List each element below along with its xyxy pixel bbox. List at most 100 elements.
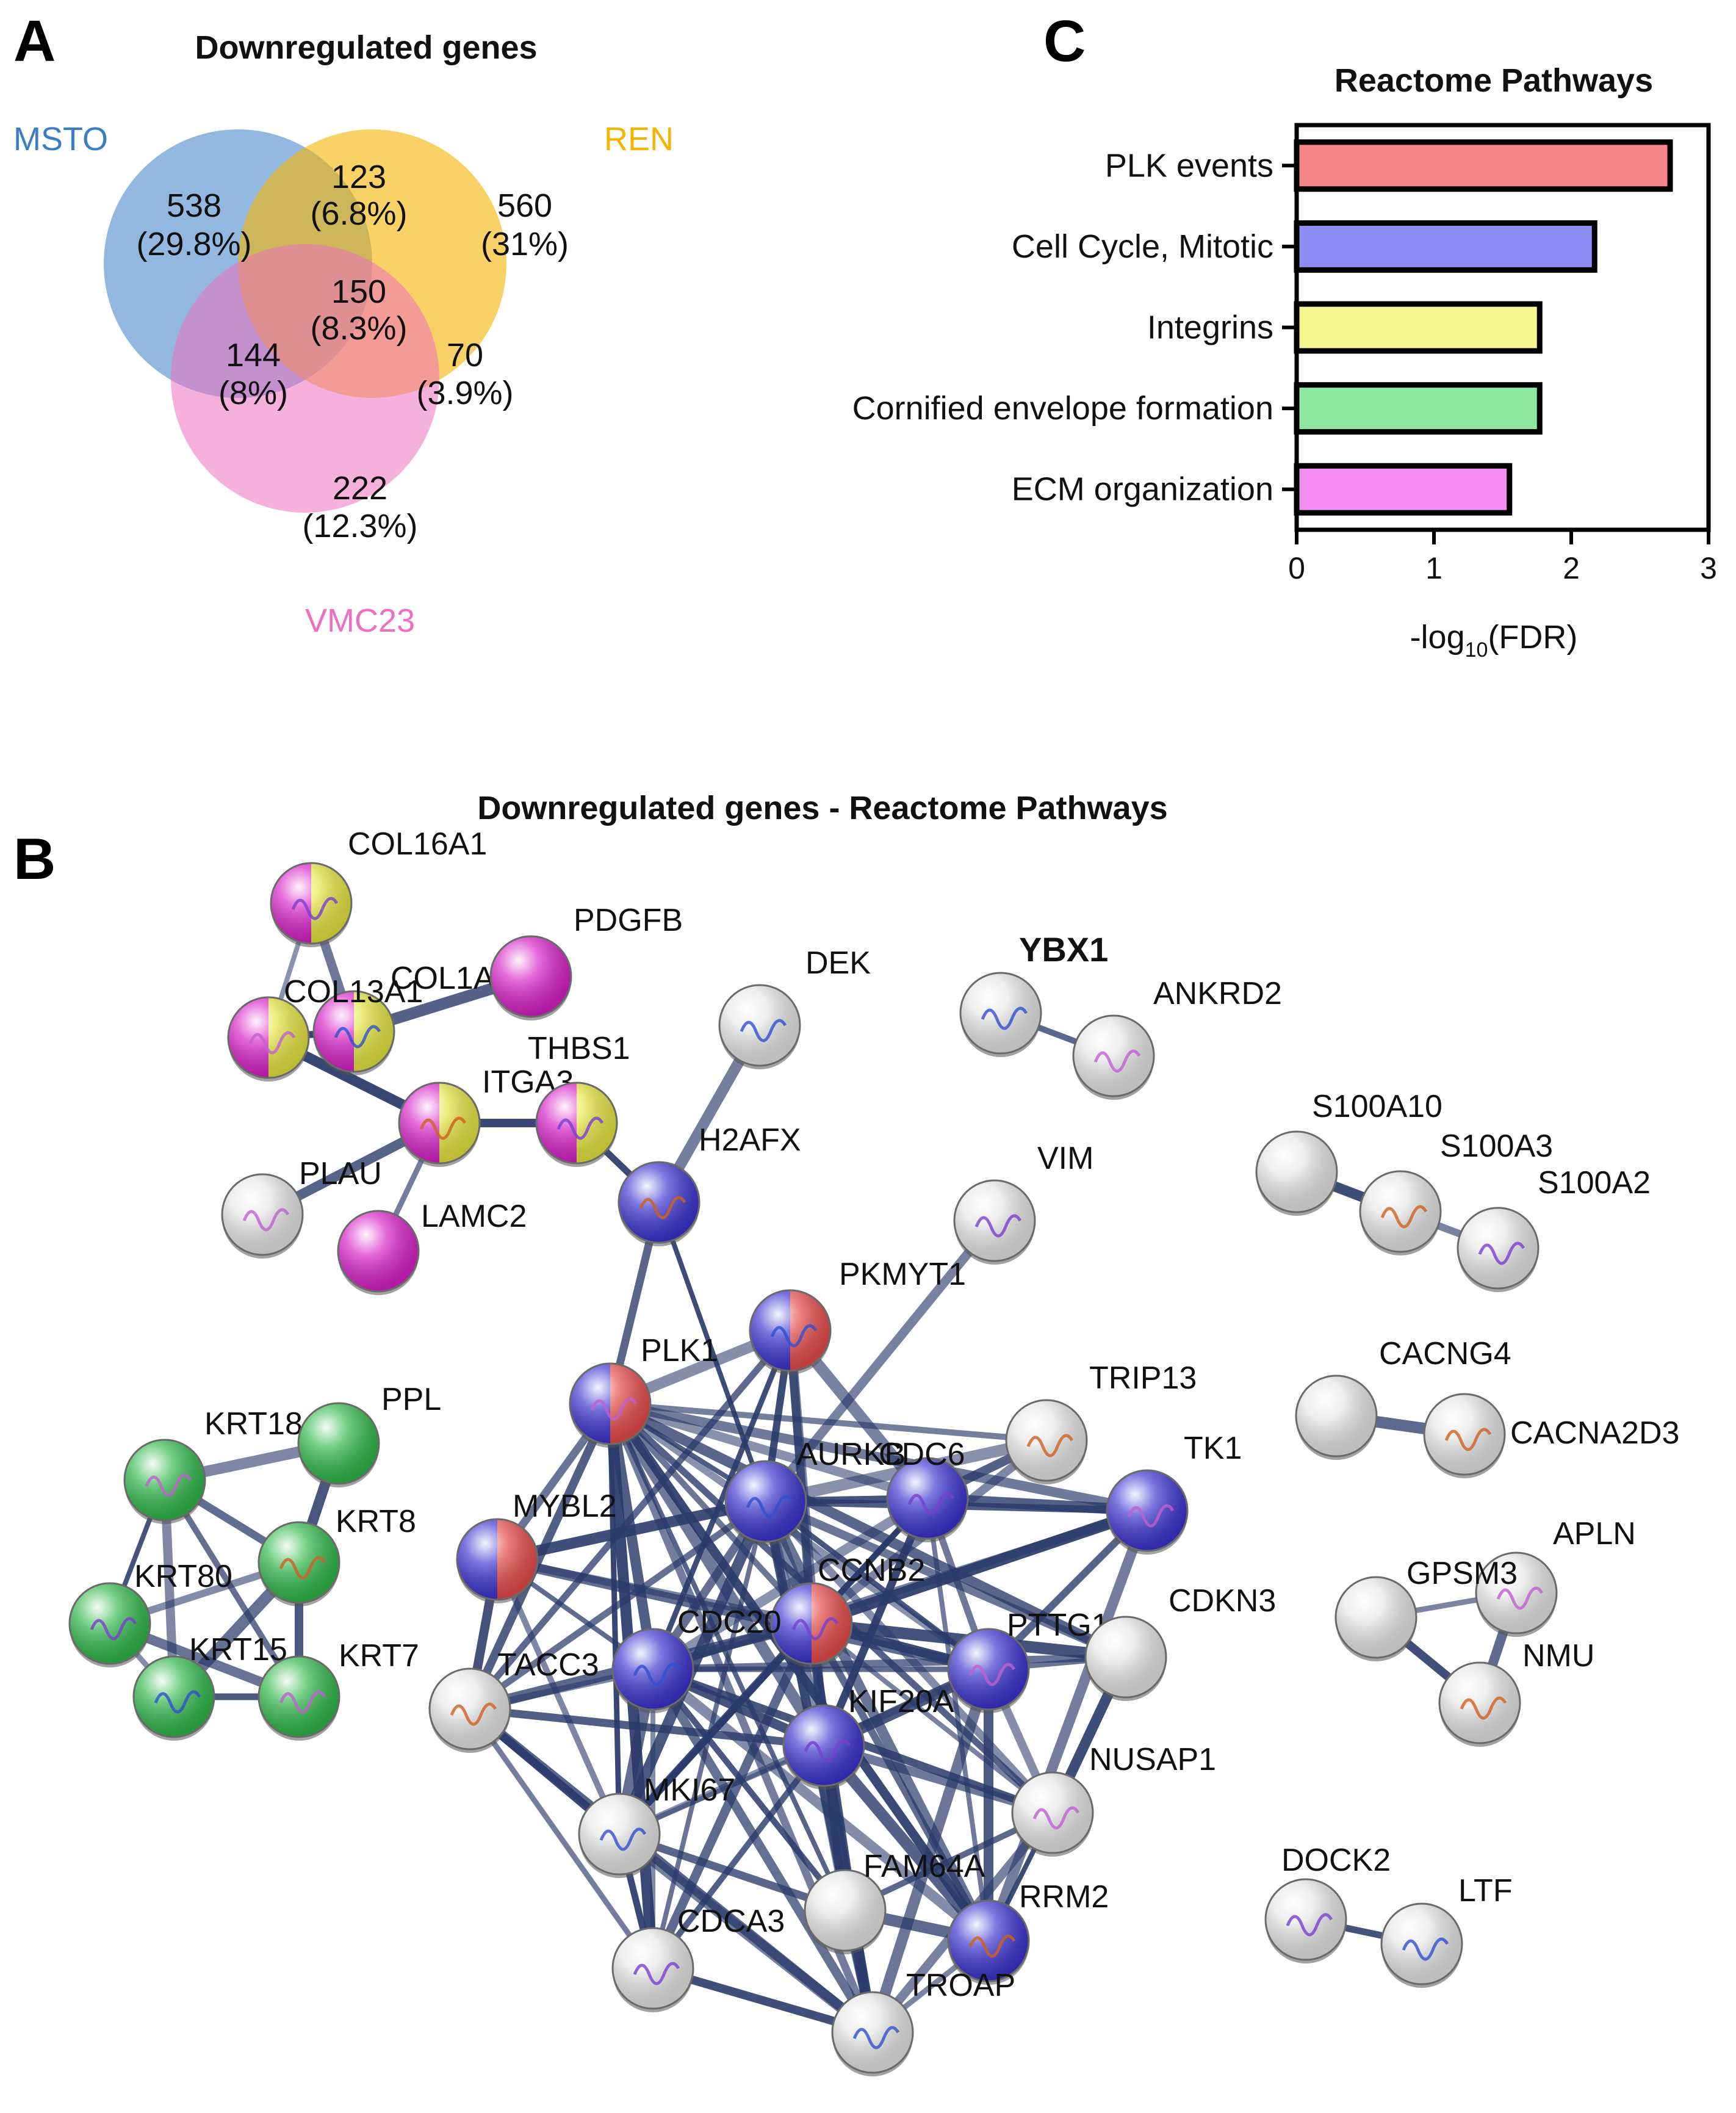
node-gloss	[227, 996, 310, 1079]
node-nmu[interactable]: NMU	[1438, 1638, 1594, 1747]
node-col13a1[interactable]: COL13A1	[227, 974, 423, 1082]
node-label: KRT8	[336, 1504, 416, 1539]
node-pttg1[interactable]: PTTG1	[947, 1608, 1109, 1713]
node-gloss	[804, 1869, 887, 1952]
node-tacc3[interactable]: TACC3	[428, 1647, 599, 1753]
node-label: GPSM3	[1406, 1556, 1518, 1591]
bar	[1294, 139, 1673, 192]
node-aurkb[interactable]: AURKB	[724, 1437, 906, 1545]
node-gloss	[68, 1582, 151, 1665]
node-col16a1[interactable]: COL16A1	[270, 826, 487, 947]
node-ankrd2[interactable]: ANKRD2	[1072, 976, 1282, 1100]
node-krt15[interactable]: KRT15	[132, 1632, 287, 1741]
node-cdkn3[interactable]: CDKN3	[1084, 1583, 1276, 1701]
node-s100a10[interactable]: S100A10	[1255, 1089, 1442, 1216]
bar	[1294, 382, 1543, 435]
node-troap[interactable]: TROAP	[831, 1968, 1015, 2076]
node-ppl[interactable]: PPL	[297, 1382, 441, 1487]
node-plk1[interactable]: PLK1	[569, 1333, 718, 1448]
node-gloss	[953, 1179, 1036, 1262]
structure-icon	[291, 897, 339, 920]
venn-percent: (8%)	[218, 375, 288, 411]
node-apln[interactable]: APLN	[1475, 1516, 1636, 1637]
node-label: YBX1	[1019, 930, 1108, 969]
node-thbs1[interactable]: THBS1	[528, 1031, 630, 1167]
node-label: S100A3	[1440, 1129, 1553, 1164]
node-cacng4[interactable]: CACNG4	[1295, 1336, 1511, 1460]
venn-region-vmc-only: 222 (12.3%)	[302, 470, 417, 544]
node-label: CDKN3	[1169, 1583, 1276, 1619]
structure-icon	[974, 1214, 1022, 1238]
node-gloss	[1072, 1014, 1155, 1097]
structure-icon	[279, 1556, 326, 1580]
node-trip13[interactable]: TRIP13	[1005, 1360, 1197, 1484]
node-dek[interactable]: DEK	[718, 945, 871, 1069]
network-nodes: COL16A1COL1A1COL13A1PDGFBITGA3THBS1DEKPL…	[68, 826, 1679, 2076]
node-label: S100A10	[1312, 1089, 1442, 1124]
venn-region-msto-only: 538 (29.8%)	[136, 187, 251, 262]
node-mki67[interactable]: MKI67	[578, 1772, 735, 1878]
node-gloss	[718, 984, 801, 1067]
structure-icon	[1496, 1586, 1544, 1610]
node-cdc20[interactable]: CDC20	[611, 1605, 782, 1713]
structure-icon	[981, 1006, 1028, 1030]
category-label: Integrins	[1147, 309, 1273, 346]
network-edge	[650, 1743, 827, 1971]
structure-icon	[1286, 1913, 1333, 1937]
node-gloss	[569, 1362, 652, 1445]
structure-icon	[419, 1116, 467, 1140]
node-cdca3[interactable]: CDCA3	[611, 1904, 785, 2012]
node-tk1[interactable]: TK1	[1106, 1431, 1242, 1555]
node-rrm2[interactable]: RRM2	[947, 1879, 1109, 1985]
node-nusap1[interactable]: NUSAP1	[1011, 1742, 1216, 1857]
node-ltf[interactable]: LTF	[1380, 1873, 1513, 1988]
node-label: H2AFX	[699, 1122, 801, 1158]
node-mybl2[interactable]: MYBL2	[456, 1489, 617, 1603]
node-gloss	[398, 1082, 481, 1165]
node-ybx1[interactable]: YBX1	[959, 930, 1108, 1057]
node-label: CACNA2D3	[1510, 1415, 1679, 1451]
network-edge	[650, 1327, 793, 1672]
node-label: S100A2	[1538, 1165, 1651, 1201]
structure-icon	[1478, 1241, 1525, 1265]
node-gpsm3[interactable]: GPSM3	[1334, 1556, 1518, 1661]
venn-count: 144	[226, 337, 281, 374]
node-pkmyt1[interactable]: PKMYT1	[749, 1257, 966, 1374]
node-s100a3[interactable]: S100A3	[1359, 1129, 1553, 1255]
node-krt80[interactable]: KRT80	[68, 1559, 232, 1667]
venn-percent: (8.3%)	[310, 310, 407, 347]
node-gloss	[611, 1628, 694, 1711]
node-krt7[interactable]: KRT7	[258, 1638, 419, 1741]
node-krt18[interactable]: KRT18	[123, 1406, 303, 1524]
node-pdgfb[interactable]: PDGFB	[489, 903, 683, 1020]
node-plau[interactable]: PLAU	[221, 1156, 382, 1259]
node-cacna2d3[interactable]: CACNA2D3	[1423, 1393, 1679, 1478]
panel-a: A Downregulated genes MSTO REN VMC23 538…	[13, 9, 674, 639]
node-dock2[interactable]: DOCK2	[1264, 1843, 1391, 1963]
node-h2afx[interactable]: H2AFX	[618, 1122, 801, 1246]
node-label: TROAP	[906, 1968, 1015, 2003]
network-edge	[647, 1664, 994, 1946]
node-ccnb2[interactable]: CCNB2	[770, 1553, 925, 1667]
venn-percent: (29.8%)	[136, 226, 251, 262]
x-tick-label: 2	[1563, 551, 1580, 585]
node-kif20a[interactable]: KIF20A	[782, 1684, 954, 1790]
node-vim[interactable]: VIM	[953, 1141, 1093, 1265]
node-s100a2[interactable]: S100A2	[1457, 1165, 1651, 1292]
node-gloss	[724, 1460, 807, 1543]
node-gloss	[489, 935, 572, 1018]
structure-icon	[639, 1196, 686, 1219]
x-axis-label-main: -log	[1410, 619, 1465, 656]
node-label: CDC6	[879, 1437, 965, 1472]
node-label: CCNB2	[818, 1553, 925, 1588]
category-label: PLK events	[1105, 147, 1273, 184]
node-gloss	[1011, 1771, 1094, 1854]
network-edge	[925, 1496, 991, 1943]
network-edge	[819, 1494, 932, 1750]
venn-region-msto-ren: 123 (6.8%)	[310, 159, 407, 232]
node-fam64a[interactable]: FAM64A	[804, 1849, 985, 1954]
node-krt8[interactable]: KRT8	[258, 1504, 416, 1606]
node-cdc6[interactable]: CDC6	[879, 1437, 969, 1542]
node-lamc2[interactable]: LAMC2	[337, 1199, 527, 1295]
